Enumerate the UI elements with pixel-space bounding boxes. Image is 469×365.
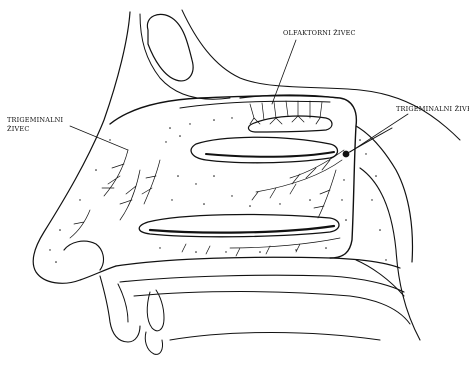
oral-cavity-roof (134, 292, 410, 325)
cribriform-plate (180, 101, 330, 108)
upper-lip-outline (100, 276, 140, 342)
pharynx-wall (360, 168, 420, 340)
lip-inner-line (118, 284, 128, 322)
label-olfactory-nerve: OLFAKTORNI ŽIVEC (283, 29, 356, 37)
incisor-tooth-lower (145, 332, 162, 354)
nostril-wing (64, 241, 103, 270)
label-trigeminal-nerve-left-line1: TRIGEMINALNI (7, 116, 63, 124)
nose-profile-outline (33, 12, 130, 283)
sphenoid-region (356, 126, 412, 262)
middle-meatus-shadow (206, 152, 334, 157)
label-trigeminal-nerve-left-line2: ŽIVEC (7, 125, 30, 133)
trigeminal-branches-posterior (182, 150, 344, 256)
tongue-contour (170, 333, 380, 341)
leader-line-olfactory (272, 40, 296, 104)
inferior-meatus-shadow (150, 226, 334, 233)
soft-palate (356, 260, 404, 296)
hard-palate-upper (116, 257, 400, 268)
frontal-sinus (147, 14, 193, 80)
leader-line-trigeminal-left (70, 126, 128, 150)
label-trigeminal-nerve-right: TRIGEMINALNI ŽIVE (396, 105, 469, 113)
hard-palate-lower (120, 275, 404, 292)
middle-turbinate (191, 137, 337, 163)
incisor-tooth-upper (147, 290, 164, 331)
